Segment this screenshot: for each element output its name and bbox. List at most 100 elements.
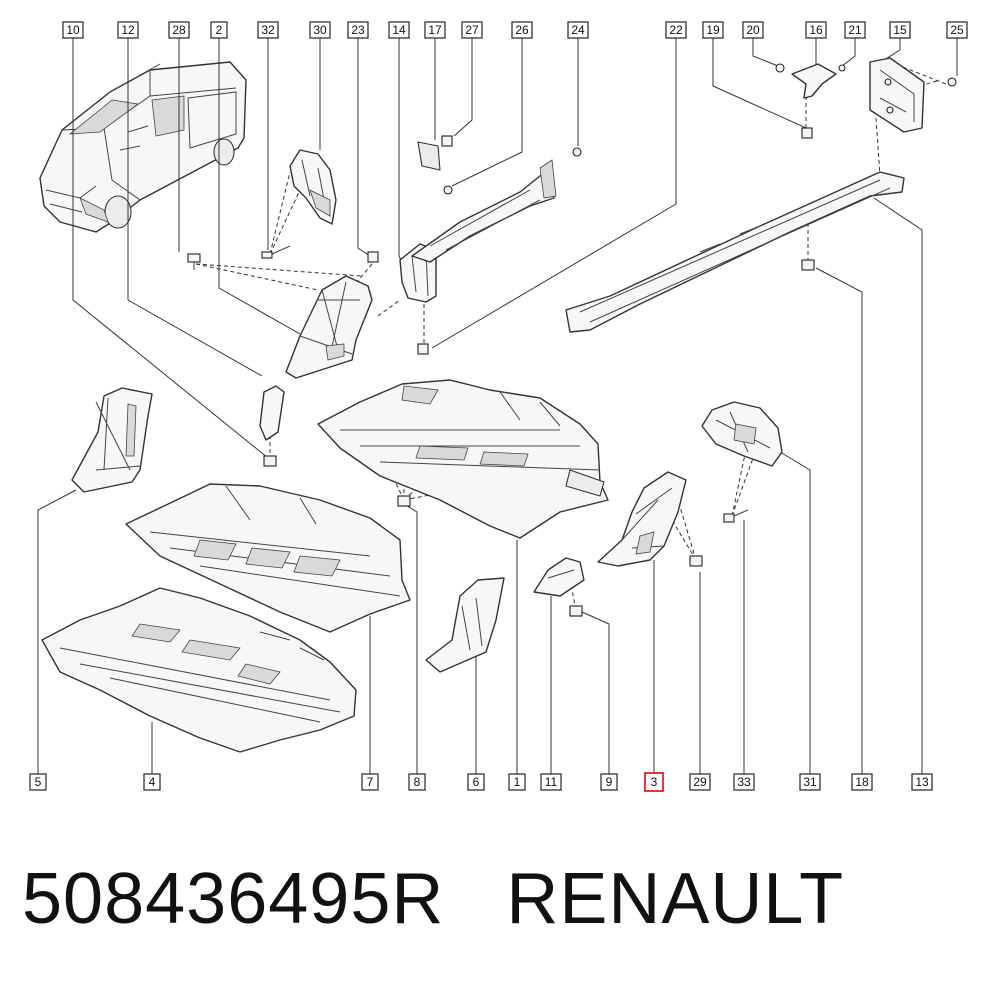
nut-27 [441, 135, 453, 147]
part-4-undertray [41, 587, 357, 753]
bolt-19 [801, 127, 813, 139]
label-6[interactable]: 6 [467, 773, 485, 791]
svg-text:16: 16 [809, 23, 823, 37]
part-31-bracket [701, 401, 783, 467]
label-8[interactable]: 8 [408, 773, 426, 791]
svg-text:17: 17 [428, 23, 442, 37]
label-1[interactable]: 1 [508, 773, 526, 791]
svg-text:2: 2 [216, 23, 223, 37]
bolt-26 [443, 185, 453, 195]
bolt-8 [397, 495, 411, 507]
bolt-25 [947, 77, 957, 87]
label-4[interactable]: 4 [143, 773, 161, 791]
svg-text:30: 30 [313, 23, 327, 37]
nut-23 [367, 251, 379, 263]
part-1-undertray [317, 379, 609, 539]
bolt-18 [801, 259, 815, 271]
label-11[interactable]: 11 [540, 773, 562, 791]
label-33[interactable]: 33 [733, 773, 755, 791]
svg-text:25: 25 [950, 23, 964, 37]
label-21[interactable]: 21 [844, 21, 866, 39]
label-15[interactable]: 15 [889, 21, 911, 39]
label-31[interactable]: 31 [799, 773, 821, 791]
bolt-10 [263, 455, 277, 467]
label-3[interactable]: 3 [644, 772, 664, 792]
label-2[interactable]: 2 [210, 21, 228, 39]
label-18[interactable]: 18 [851, 773, 873, 791]
label-22[interactable]: 22 [665, 21, 687, 39]
part-16-bracket [775, 63, 846, 99]
part-30-bracket [289, 149, 337, 225]
svg-text:10: 10 [66, 23, 80, 37]
label-30[interactable]: 30 [309, 21, 331, 39]
part-26-rail [411, 141, 557, 263]
svg-text:3: 3 [651, 775, 658, 789]
svg-text:5: 5 [35, 775, 42, 789]
svg-text:21: 21 [848, 23, 862, 37]
svg-text:23: 23 [351, 23, 365, 37]
part-12-bracket [259, 385, 285, 441]
part-3-deflector [597, 471, 687, 567]
fasteners [187, 77, 957, 617]
bolt-9 [569, 605, 583, 617]
label-32[interactable]: 32 [257, 21, 279, 39]
svg-text:33: 33 [737, 775, 751, 789]
callout-labels: 10 12 28 2 32 30 23 14 17 27 26 24 22 19… [29, 21, 968, 792]
label-16[interactable]: 16 [805, 21, 827, 39]
leader-lines [37, 38, 958, 776]
label-29[interactable]: 29 [689, 773, 711, 791]
svg-text:19: 19 [706, 23, 720, 37]
svg-text:15: 15 [893, 23, 907, 37]
svg-text:26: 26 [515, 23, 529, 37]
label-24[interactable]: 24 [567, 21, 589, 39]
bolt-22 [417, 343, 429, 355]
svg-text:12: 12 [121, 23, 135, 37]
svg-text:6: 6 [473, 775, 480, 789]
label-14[interactable]: 14 [388, 21, 410, 39]
part-15-bracket [869, 57, 925, 133]
label-7[interactable]: 7 [361, 773, 379, 791]
label-13[interactable]: 13 [911, 773, 933, 791]
svg-text:22: 22 [669, 23, 683, 37]
label-20[interactable]: 20 [742, 21, 764, 39]
svg-text:27: 27 [465, 23, 479, 37]
label-9[interactable]: 9 [600, 773, 618, 791]
brand-name: RENAULT [506, 859, 845, 939]
label-23[interactable]: 23 [347, 21, 369, 39]
part-number: 508436495R [22, 859, 445, 939]
vehicle-illustration [39, 61, 247, 233]
svg-text:20: 20 [746, 23, 760, 37]
svg-text:13: 13 [915, 775, 929, 789]
screw-33 [723, 509, 749, 523]
label-28[interactable]: 28 [168, 21, 190, 39]
label-12[interactable]: 12 [117, 21, 139, 39]
label-5[interactable]: 5 [29, 773, 47, 791]
svg-text:8: 8 [414, 775, 421, 789]
svg-text:11: 11 [545, 775, 558, 789]
svg-text:18: 18 [855, 775, 869, 789]
svg-text:28: 28 [172, 23, 186, 37]
part-5-bracket [71, 387, 153, 493]
caption: 508436495R RENAULT [22, 858, 844, 948]
part-11-bracket [533, 557, 585, 597]
part-7-undertray [125, 483, 411, 633]
svg-text:29: 29 [693, 775, 707, 789]
label-26[interactable]: 26 [511, 21, 533, 39]
label-25[interactable]: 25 [946, 21, 968, 39]
bolt-28 [187, 253, 201, 270]
part-13-sill [565, 171, 905, 333]
bolt-24 [572, 147, 582, 157]
label-10[interactable]: 10 [62, 21, 84, 39]
svg-text:32: 32 [261, 23, 275, 37]
svg-text:24: 24 [571, 23, 585, 37]
svg-text:4: 4 [149, 775, 156, 789]
part-6-bracket [425, 577, 505, 673]
label-19[interactable]: 19 [702, 21, 724, 39]
part-2-support [285, 275, 373, 379]
svg-text:1: 1 [514, 775, 521, 789]
svg-text:14: 14 [392, 23, 406, 37]
label-17[interactable]: 17 [424, 21, 446, 39]
screw-32 [261, 245, 291, 259]
label-27[interactable]: 27 [461, 21, 483, 39]
